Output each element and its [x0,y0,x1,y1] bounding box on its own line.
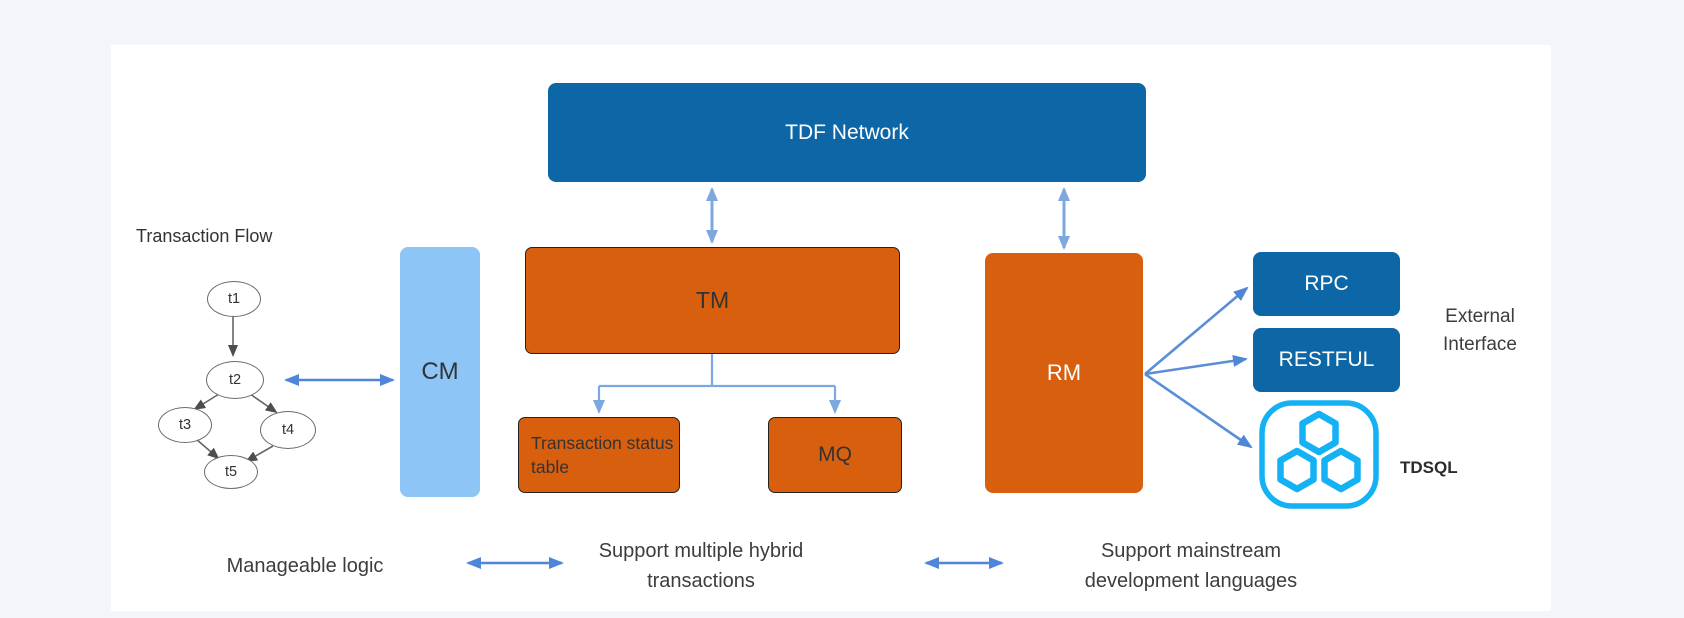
flow-node-t1: t1 [207,281,261,317]
transaction-status-table-box: Transaction status table [518,417,680,493]
flow-node-t1-label: t1 [227,291,241,307]
external-interface-label: External Interface [1443,306,1517,355]
flow-node-t5: t5 [204,455,258,489]
mq-box: MQ [768,417,902,493]
tm-box: TM [525,247,900,354]
flow-node-t4-label: t4 [281,422,295,438]
cm-box: CM [400,247,480,497]
flow-node-t3-label: t3 [178,417,192,433]
tdsql-icon [1259,400,1379,509]
flow-node-t2: t2 [206,361,264,399]
rpc-label: RPC [1304,272,1349,295]
rm-box: RM [985,253,1143,493]
caption-mainstream-languages: Support mainstream development languages [1084,540,1298,592]
tdsql-label: TDSQL [1400,458,1458,477]
transaction-flow-title: Transaction Flow [136,226,273,246]
rm-label: RM [1046,360,1082,385]
flow-node-t3: t3 [158,407,212,443]
flow-node-t4: t4 [260,411,316,449]
rpc-box: RPC [1253,252,1400,316]
tm-label: TM [695,287,730,313]
flow-node-t2-label: t2 [228,372,242,388]
cm-label: CM [421,358,459,385]
tdf-network-label: TDF Network [785,120,909,144]
caption-manageable-logic: Manageable logic [226,555,384,577]
caption-hybrid-transactions: Support multiple hybrid transactions [598,540,804,592]
transaction-status-table-label: Transaction status table [531,433,674,477]
mq-label: MQ [818,443,852,466]
flow-node-t5-label: t5 [224,464,238,480]
tdf-network-box: TDF Network [548,83,1146,182]
restful-label: RESTFUL [1278,348,1375,371]
restful-box: RESTFUL [1253,328,1400,392]
